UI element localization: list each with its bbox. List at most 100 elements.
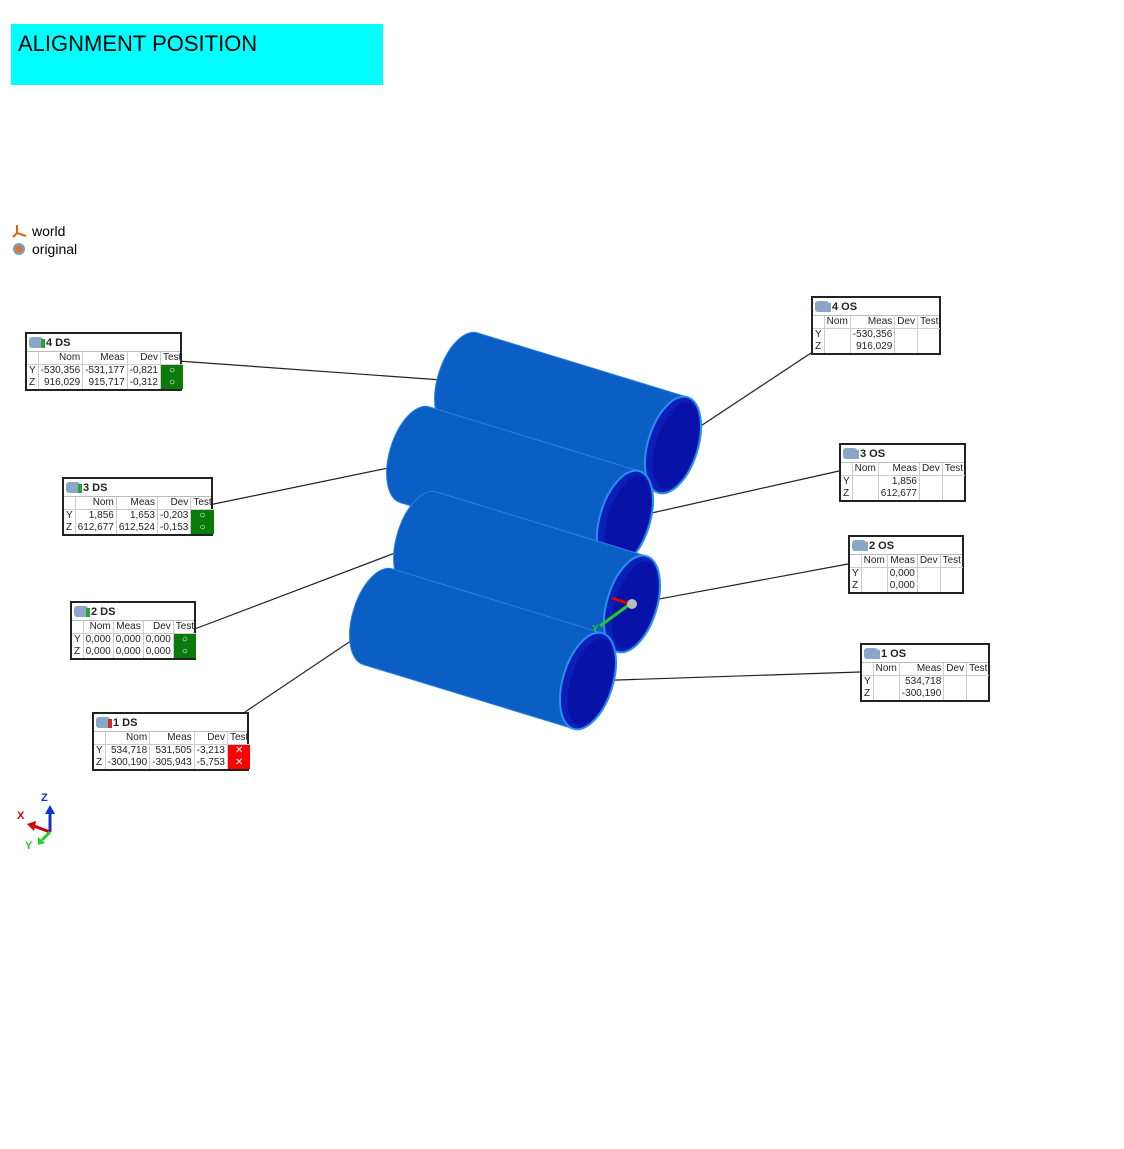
axis-cell: Z xyxy=(864,688,871,699)
column-header: Dev xyxy=(943,663,967,676)
label-title: 3 DS xyxy=(83,481,108,494)
column-header: Meas xyxy=(115,497,158,510)
dev-cell: -0,821 xyxy=(126,364,161,377)
meas-cell: 0,000 xyxy=(112,633,144,646)
leader-line xyxy=(624,470,840,520)
leader-line xyxy=(177,360,471,383)
axis-cell: Y xyxy=(74,634,81,645)
table-row: Z 0,000 xyxy=(850,580,963,592)
axis-x-label: X xyxy=(17,810,25,822)
column-header: Nom xyxy=(851,463,879,476)
nom-cell xyxy=(851,475,879,488)
axis-z-label: Z xyxy=(41,792,48,804)
column-header: Nom xyxy=(872,663,900,676)
nom-cell xyxy=(823,341,851,353)
origin-frame-marker: Y xyxy=(592,596,637,635)
axis-cell: Z xyxy=(852,580,859,591)
dev-cell xyxy=(894,328,918,341)
column-header: Dev xyxy=(126,352,161,365)
axis-cell: Z xyxy=(843,488,850,499)
axis-y-label: Y xyxy=(25,840,33,852)
leader-line xyxy=(587,671,861,682)
axis-cell: Z xyxy=(29,377,36,388)
meas-cell: -531,177 xyxy=(82,364,128,377)
cylinder-3[interactable] xyxy=(376,400,663,575)
label-title: 4 DS xyxy=(46,336,71,349)
column-header: Meas xyxy=(886,555,918,568)
column-header: Test xyxy=(939,555,963,568)
column-header: Meas xyxy=(82,352,128,365)
axis-cell: Y xyxy=(852,568,859,579)
column-header: Dev xyxy=(142,621,174,634)
column-header: Dev xyxy=(193,732,228,745)
cylinder-1[interactable] xyxy=(339,562,626,737)
point-feature-icon xyxy=(66,482,82,493)
meas-cell: 0,000 xyxy=(886,580,918,592)
cylinder-4[interactable] xyxy=(424,326,711,501)
nom-cell: 0,000 xyxy=(82,633,114,646)
axis-cell: Z xyxy=(74,646,81,657)
column-header: Meas xyxy=(898,663,944,676)
point-feature-icon xyxy=(852,540,868,551)
nom-cell xyxy=(872,675,900,688)
dev-cell xyxy=(916,567,941,580)
nom-cell xyxy=(860,580,888,592)
test-cell: ○ xyxy=(160,364,184,377)
meas-cell: 0,000 xyxy=(886,567,918,580)
column-header: Test xyxy=(190,497,214,510)
dev-cell: -0,203 xyxy=(156,509,191,522)
label-title: 1 OS xyxy=(881,647,907,660)
label-title: 2 OS xyxy=(869,539,895,552)
column-header: Meas xyxy=(877,463,920,476)
test-cell xyxy=(966,688,990,700)
meas-cell: 1,856 xyxy=(877,475,920,488)
nom-cell: 1,856 xyxy=(74,509,117,522)
table-row: Y 0,000 xyxy=(850,567,963,580)
axis-cell: Y xyxy=(864,676,871,687)
table-row: Z-300,190-305,943-5,753✕ xyxy=(94,757,251,769)
column-header: Dev xyxy=(156,497,191,510)
dev-cell xyxy=(894,341,918,353)
column-header: Nom xyxy=(74,497,117,510)
test-cell xyxy=(941,475,966,488)
nom-cell: 916,029 xyxy=(37,377,83,389)
test-cell xyxy=(939,580,963,592)
nom-cell: 0,000 xyxy=(82,646,114,658)
dev-cell xyxy=(916,580,941,592)
legend-label: world xyxy=(32,223,66,239)
nom-cell xyxy=(872,688,900,700)
axis-cell: Z xyxy=(96,757,103,768)
test-cell: ○ xyxy=(172,633,197,646)
legend-item-world[interactable]: world xyxy=(12,222,77,240)
column-header: Dev xyxy=(918,463,943,476)
column-header: Test xyxy=(160,352,184,365)
original-frame-icon xyxy=(13,243,25,255)
nom-cell xyxy=(860,567,888,580)
axis-cell: Y xyxy=(843,476,850,487)
axis-cell: Y xyxy=(66,510,73,521)
meas-cell: 1,653 xyxy=(115,509,158,522)
report-title: ALIGNMENT POSITION xyxy=(18,31,258,56)
column-header: Nom xyxy=(104,732,150,745)
legend-item-original[interactable]: original xyxy=(12,240,77,258)
report-title-banner: ALIGNMENT POSITION xyxy=(11,24,383,85)
meas-cell: -530,356 xyxy=(849,328,895,341)
column-header: Test xyxy=(172,621,197,634)
nom-cell: -300,190 xyxy=(104,757,150,769)
leader-line xyxy=(631,563,849,605)
